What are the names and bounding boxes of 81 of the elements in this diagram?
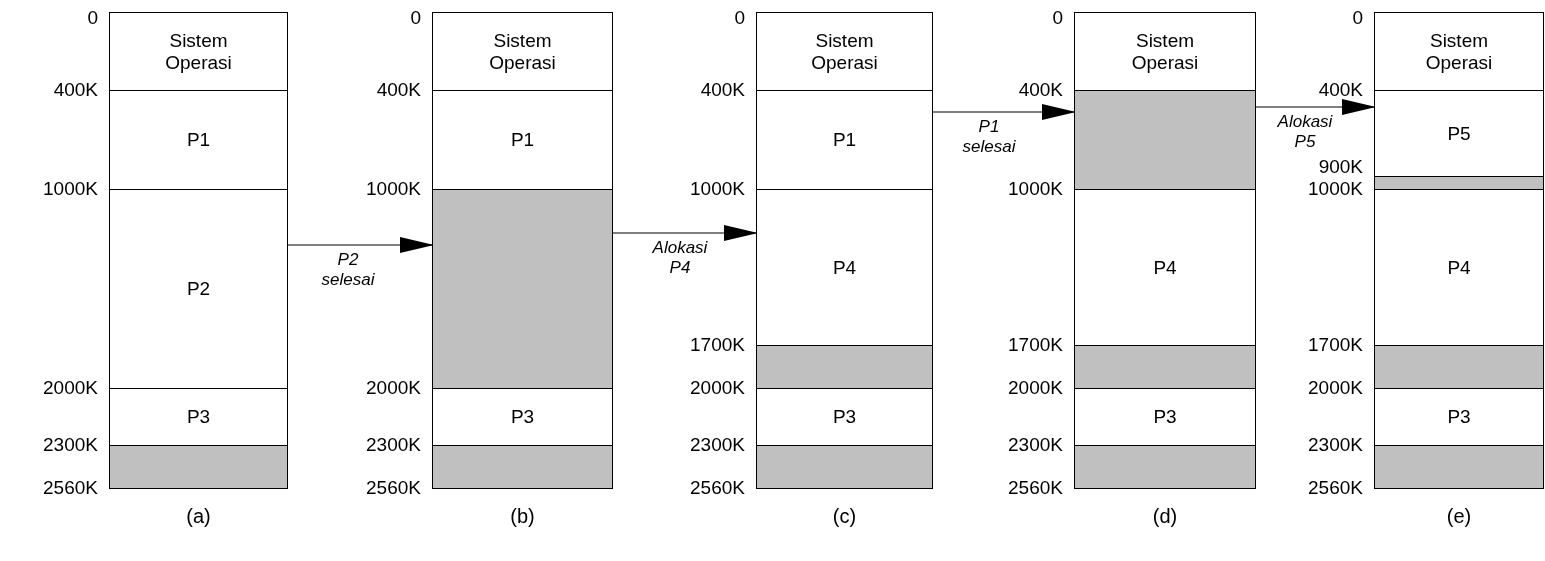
address-label: 0 [734,8,745,28]
memory-column [1075,13,1255,488]
segment-label: P2 [186,278,211,300]
memory-column [433,13,612,488]
segment-label: P3 [1153,406,1177,428]
segment-label: P3 [1447,406,1471,428]
address-label: 0 [87,8,98,28]
free-memory-block [433,445,612,488]
address-label: 2300K [690,435,745,455]
segment-label: Sistem Operasi [810,29,879,74]
segment-label: P4 [1153,256,1177,279]
address-label: 2560K [43,478,98,498]
memory-column [110,13,287,488]
segment-label: Sistem Operasi [488,29,557,74]
address-label: 1000K [43,179,98,199]
address-label: 2300K [1008,435,1063,455]
segment-label: P3 [510,406,535,428]
address-label: 2300K [366,435,421,455]
address-label: 400K [1318,80,1363,100]
edge-label: Alokasi P4 [651,238,709,279]
arrow [612,225,758,241]
segment-label: P4 [1447,256,1471,279]
edge-label: P1 selesai [961,117,1017,158]
address-label: 1700K [1008,335,1063,355]
address-label: 2000K [1308,378,1363,398]
address-label: 1000K [366,179,421,199]
segment-label: P1 [510,129,535,151]
free-memory-block [1075,445,1255,488]
address-label: 2560K [366,478,421,498]
free-memory-block [1375,345,1543,388]
address-label: 2560K [690,478,745,498]
arrow [1255,99,1376,115]
address-label: 0 [1352,8,1363,28]
free-memory-block [110,445,287,488]
address-label: 0 [1052,8,1063,28]
address-label: 400K [1018,80,1063,100]
segment-label: Sistem Operasi [1130,29,1200,74]
free-memory-block [1375,445,1543,488]
figure-caption: (c) [832,505,857,528]
address-label: 1700K [1308,335,1363,355]
address-label: 1000K [1008,179,1063,199]
figure-caption: (d) [1152,505,1178,528]
address-label: 2000K [690,378,745,398]
address-label: 2300K [1308,435,1363,455]
address-label: 2000K [1008,378,1063,398]
segment-label: P4 [832,256,857,279]
address-label: 0 [410,8,421,28]
address-label: 2560K [1008,478,1063,498]
address-label: 900K [1318,157,1363,177]
figure-caption: (a) [186,505,211,528]
edge-label: Alokasi P5 [1276,112,1334,153]
figure-caption: (e) [1446,505,1472,528]
address-label: 2000K [366,378,421,398]
free-memory-block [757,345,932,388]
arrow [287,237,434,253]
arrow [932,104,1076,120]
segment-label: P3 [186,406,211,428]
segment-label: P1 [832,129,857,151]
address-label: 1000K [690,179,745,199]
address-label: 2300K [43,435,98,455]
address-label: 400K [53,80,98,100]
address-label: 2560K [1308,478,1363,498]
address-label: 2000K [43,378,98,398]
address-label: 1700K [690,335,745,355]
memory-column [1375,13,1543,488]
segment-label: P1 [186,129,211,151]
edge-label: P2 selesai [320,250,376,291]
address-label: 400K [700,80,745,100]
memory-column [757,13,932,488]
free-memory-block [1375,176,1543,189]
address-label: 1000K [1308,179,1363,199]
segment-label: P3 [832,406,857,428]
free-memory-block [433,189,612,388]
segment-label: Sistem Operasi [1424,29,1494,74]
free-memory-block [1075,345,1255,388]
figure-caption: (b) [510,505,535,528]
free-memory-block [1075,90,1255,189]
segment-label: Sistem Operasi [164,29,233,74]
segment-label: P5 [1447,122,1471,145]
address-label: 400K [376,80,421,100]
free-memory-block [757,445,932,488]
